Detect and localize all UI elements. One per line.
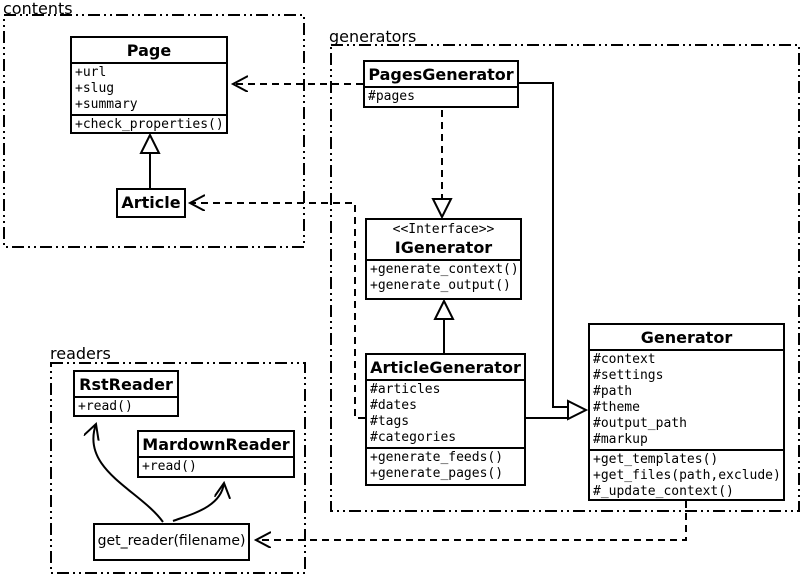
- dependency-arrow-generator-to-getreader: [256, 501, 687, 540]
- attribute-row: #path: [593, 384, 633, 399]
- class-box-rstreader: RstReader +read(): [73, 370, 179, 417]
- class-title: RstReader: [79, 375, 173, 394]
- class-stereotype: <<Interface>>: [392, 222, 495, 237]
- attribute-row: #theme: [593, 400, 640, 415]
- method-row: +read(): [142, 459, 197, 474]
- class-box-page: Page +url +slug +summary +check_properti…: [70, 36, 228, 134]
- package-border-contents: [3, 14, 305, 248]
- package-border-generators: [330, 44, 800, 512]
- class-title: Generator: [640, 328, 733, 347]
- methods-compartment: +get_templates() +get_files(path,exclude…: [590, 449, 783, 499]
- class-box-generator: Generator #context #settings #path #them…: [588, 323, 785, 501]
- class-box-articlegenerator: ArticleGenerator #articles #dates #tags …: [365, 353, 526, 486]
- methods-compartment: +check_properties(): [72, 114, 226, 132]
- package-border-readers: [50, 362, 306, 574]
- attributes-compartment: #context #settings #path #theme #output_…: [590, 349, 783, 449]
- method-row: +generate_feeds(): [370, 450, 504, 465]
- method-row: +get_files(path,exclude): [593, 468, 781, 483]
- call-arrow-getreader-to-mardownreader: [172, 483, 224, 522]
- class-box-mardownreader: MardownReader +read(): [137, 430, 295, 478]
- class-box-igenerator: <<Interface>> IGenerator +generate_conte…: [365, 218, 522, 300]
- realization-arrow-pagesgenerator-to-igenerator: [431, 110, 453, 220]
- attributes-compartment: #pages: [365, 86, 517, 106]
- attributes-compartment: #articles #dates #tags #categories: [367, 379, 524, 447]
- attribute-row: #tags: [370, 414, 410, 429]
- attribute-row: +url: [75, 65, 107, 80]
- method-row: +generate_context(): [370, 262, 519, 277]
- method-row: +get_templates(): [593, 452, 719, 467]
- attribute-row: +slug: [75, 81, 115, 96]
- class-title: PagesGenerator: [368, 65, 514, 84]
- method-row: #_update_context(): [593, 484, 734, 499]
- methods-compartment: +read(): [75, 396, 177, 415]
- attribute-row: #pages: [368, 89, 415, 104]
- inheritance-arrow-article-to-page: [139, 132, 161, 188]
- attribute-row: #settings: [593, 368, 664, 383]
- attribute-row: #context: [593, 352, 656, 367]
- package-label-readers: readers: [50, 344, 111, 363]
- method-row: +check_properties(): [75, 117, 224, 132]
- attribute-row: #articles: [370, 382, 441, 397]
- attributes-compartment: +url +slug +summary: [72, 62, 226, 114]
- methods-compartment: +read(): [139, 456, 293, 476]
- class-title: ArticleGenerator: [370, 358, 521, 377]
- class-title: MardownReader: [142, 435, 290, 454]
- dependency-arrow-articlegenerator-to-article: [190, 203, 365, 419]
- method-row: +read(): [78, 399, 133, 414]
- class-header: <<Interface>> IGenerator: [367, 220, 520, 259]
- function-label: get_reader(filename): [97, 533, 246, 549]
- attribute-row: #categories: [370, 430, 457, 445]
- attribute-row: #dates: [370, 398, 417, 413]
- package-label-generators: generators: [329, 27, 417, 46]
- inheritance-arrow-generators-to-generator: [519, 82, 589, 421]
- attribute-row: #markup: [593, 432, 648, 447]
- class-title: Page: [126, 41, 172, 60]
- class-box-article: Article: [116, 188, 186, 218]
- methods-compartment: +generate_feeds() +generate_pages(): [367, 447, 524, 483]
- class-box-pagesgenerator: PagesGenerator #pages: [363, 60, 519, 108]
- function-box-getreader: get_reader(filename): [93, 523, 250, 561]
- method-row: +generate_pages(): [370, 466, 504, 481]
- methods-compartment: +generate_context() +generate_output(): [367, 259, 520, 295]
- call-arrow-getreader-to-rstreader: [93, 424, 164, 523]
- package-label-contents: contents: [3, 0, 73, 18]
- inheritance-arrow-articlegenerator-to-igenerator: [433, 298, 455, 353]
- attribute-row: #output_path: [593, 416, 687, 431]
- class-title: IGenerator: [394, 238, 493, 257]
- class-title: Article: [121, 193, 181, 212]
- attribute-row: +summary: [75, 97, 138, 112]
- method-row: +generate_output(): [370, 278, 511, 293]
